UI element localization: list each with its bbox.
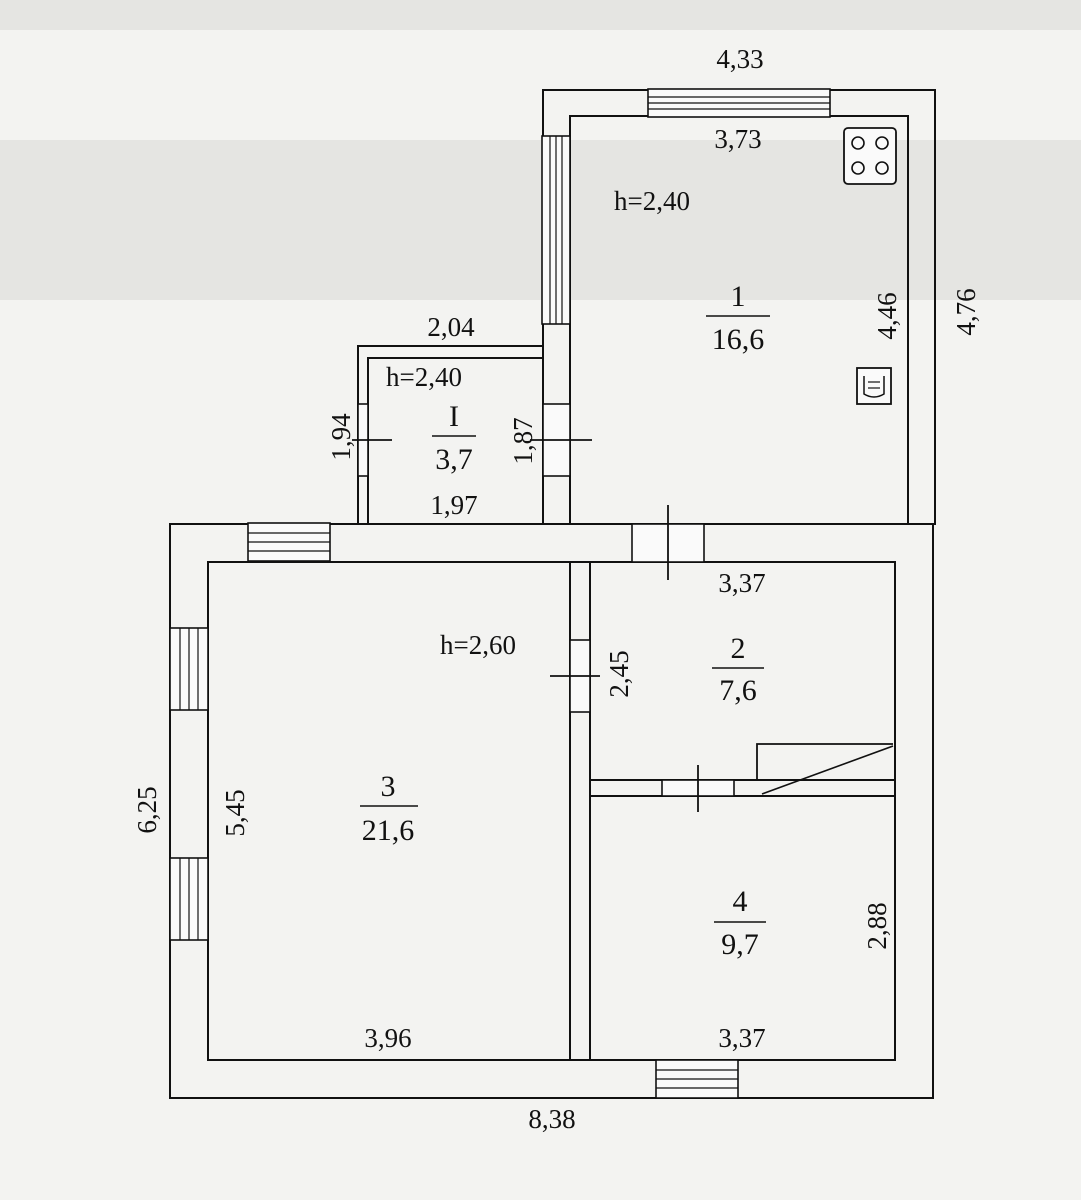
dimension-labels: 4,33 3,73 4,76 4,46 2,04 1,97 1,94 1,87 …	[132, 44, 981, 1134]
dim-vestibule-right: 1,87	[508, 417, 538, 464]
dim-room-4-height: 2,88	[862, 902, 892, 949]
dim-room-2-height: 2,45	[604, 650, 634, 697]
room-I-label: I 3,7	[432, 400, 476, 476]
ceiling-heights: h=2,40 h=2,40 h=2,60	[386, 186, 690, 660]
room-4-area: 9,7	[721, 928, 759, 961]
room-2-area: 7,6	[719, 674, 757, 707]
dim-room-4-width: 3,37	[718, 1023, 765, 1053]
dim-vestibule-top: 2,04	[427, 312, 475, 342]
room-3-area: 21,6	[362, 814, 415, 847]
door-room-2-to-room-4	[661, 765, 735, 812]
window-left-room-1	[541, 135, 571, 325]
room-1-number: 1	[731, 280, 746, 313]
dim-bottom-width: 8,38	[528, 1104, 575, 1134]
dim-room-1-width: 3,73	[714, 124, 761, 154]
window-bottom-room-4	[655, 1059, 739, 1099]
window-top-room-1	[647, 88, 831, 118]
dim-right-height: 4,76	[951, 288, 981, 335]
paper-texture	[0, 0, 1081, 300]
room-1-area: 16,6	[712, 323, 765, 356]
room-4-label: 4 9,7	[714, 885, 766, 961]
dim-left-height: 6,25	[132, 786, 162, 833]
dim-room-3-width: 3,96	[364, 1023, 411, 1053]
dim-room-2-width: 3,37	[718, 568, 765, 598]
room-2-number: 2	[731, 632, 746, 665]
dim-vestibule-bottom: 1,97	[430, 490, 477, 520]
door-vestibule-to-room-1	[530, 403, 592, 477]
dim-vestibule-left: 1,94	[326, 413, 356, 461]
door-room-1-to-room-2	[631, 505, 705, 580]
room-2-label: 2 7,6	[712, 632, 764, 707]
room-1-label: 1 16,6	[706, 280, 770, 356]
ceiling-vestibule: h=2,40	[386, 362, 462, 392]
dim-room-3-height: 5,45	[220, 789, 250, 836]
room-3-label: 3 21,6	[360, 770, 418, 847]
room-4-number: 4	[733, 885, 748, 918]
room-I-area: 3,7	[435, 443, 473, 476]
room-I-number: I	[449, 400, 459, 433]
stairs-icon	[756, 743, 894, 795]
room-3-number: 3	[381, 770, 396, 803]
door-room-3-to-room-2	[550, 639, 600, 713]
sink-icon	[856, 367, 892, 405]
dim-top-width: 4,33	[716, 44, 763, 74]
ceiling-room-1: h=2,40	[614, 186, 690, 216]
stove-icon	[843, 127, 897, 185]
door-vestibule-entrance	[352, 403, 392, 477]
window-top-room-3	[247, 522, 331, 562]
main-block-walls	[169, 523, 934, 1099]
dim-room-1-height: 4,46	[872, 292, 902, 339]
window-left-lower-room-3	[169, 857, 209, 941]
ceiling-room-3: h=2,60	[440, 630, 516, 660]
window-left-upper-room-3	[169, 627, 209, 711]
